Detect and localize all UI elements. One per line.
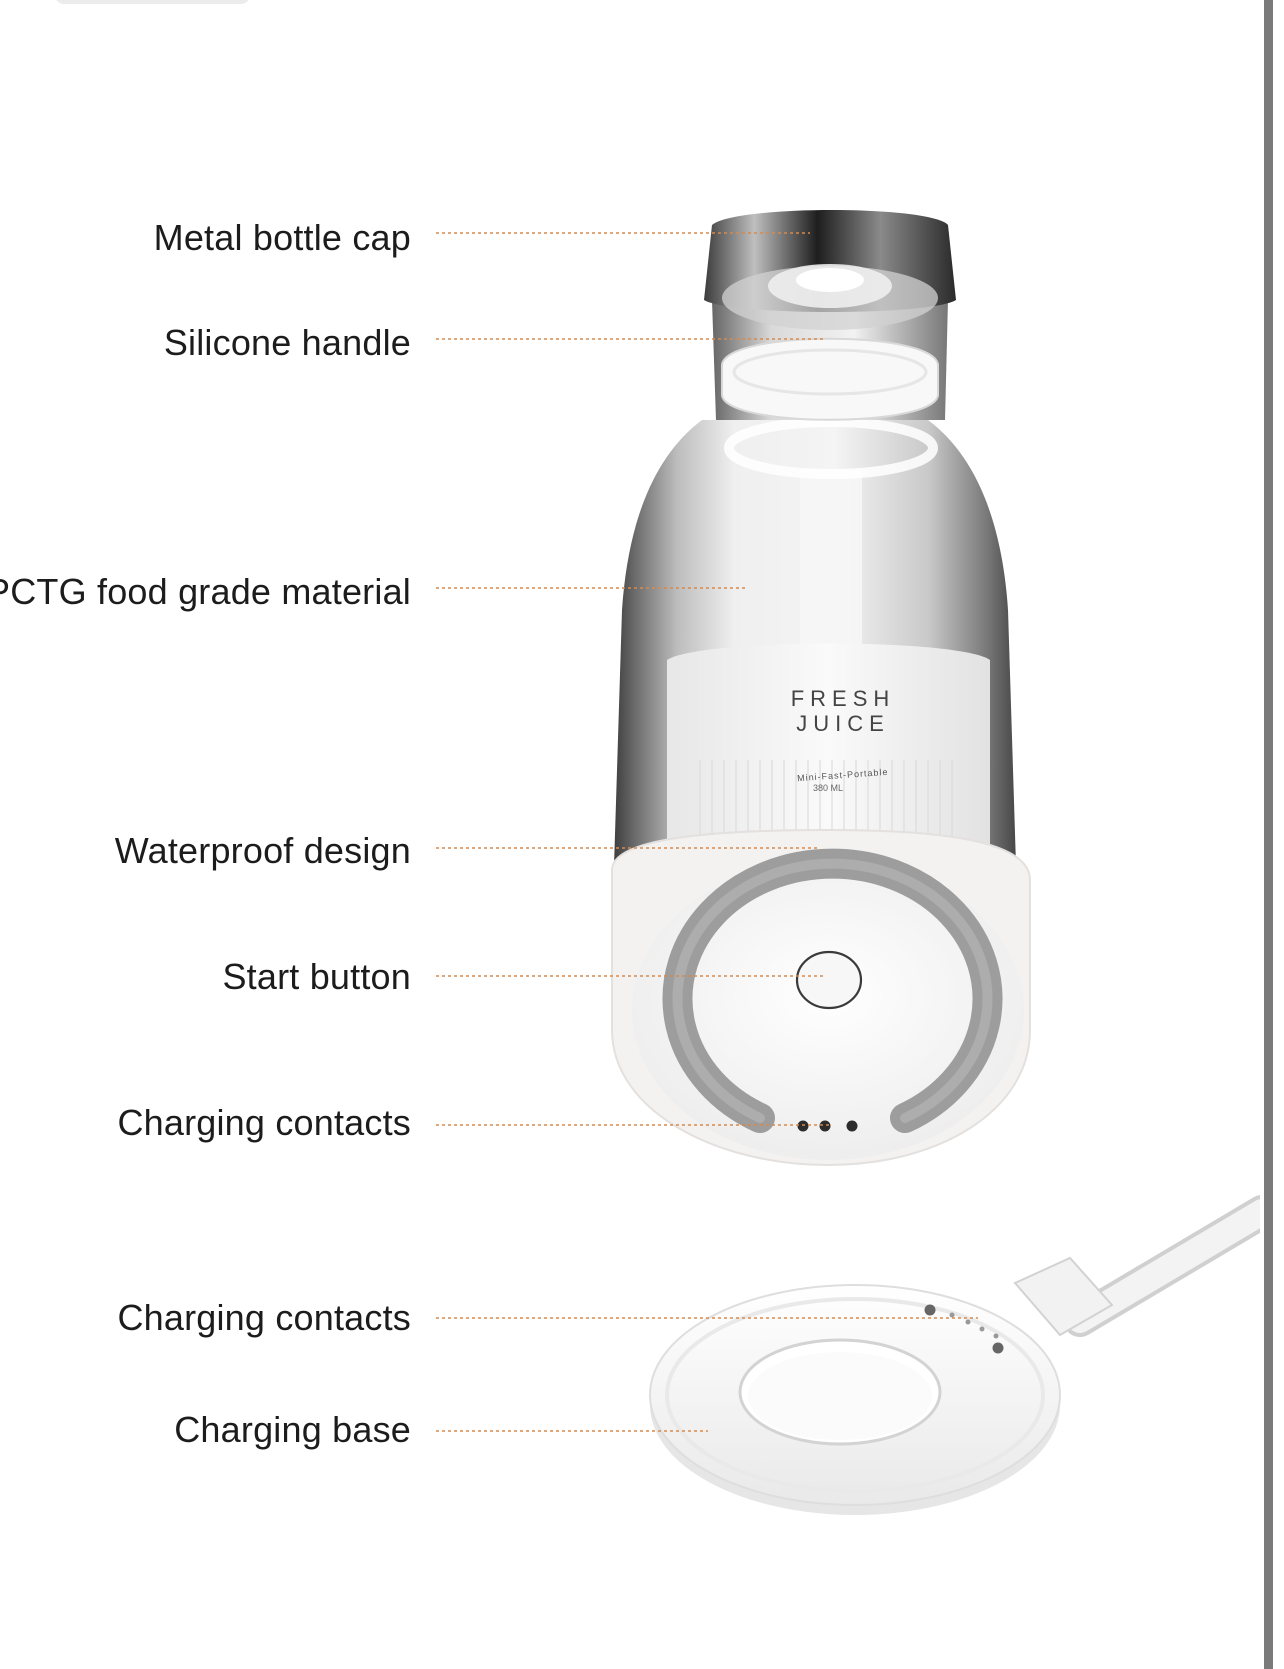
label-waterproof-design: Waterproof design — [114, 830, 411, 871]
base-charging-contacts — [924, 1304, 1004, 1354]
top-edge-tab — [55, 0, 250, 4]
sleeve-brand-line2: JUICE — [796, 711, 890, 736]
charging-base-pad — [649, 1195, 1260, 1515]
label-charging-contacts-bottle: Charging contacts — [117, 1102, 411, 1143]
sleeve-brand-line1: FRESH — [791, 686, 896, 711]
leader-lines — [436, 232, 978, 1432]
motor-base — [611, 828, 1031, 1167]
label-silicone-handle: Silicone handle — [163, 322, 411, 363]
label-pctg-material: PCTG food grade material — [0, 571, 411, 612]
label-charging-base: Charging base — [174, 1409, 411, 1450]
label-sleeve: FRESH JUICE Mini-Fast-Portable 380 ML — [667, 643, 990, 850]
metal-bottle-cap — [704, 210, 956, 330]
scrollbar-thumb[interactable] — [1264, 0, 1273, 1669]
label-start-button: Start button — [222, 956, 411, 997]
label-charging-contacts-base: Charging contacts — [117, 1297, 411, 1338]
sleeve-capacity: 380 ML — [813, 783, 843, 793]
silicone-handle — [721, 337, 939, 421]
label-metal-bottle-cap: Metal bottle cap — [153, 217, 411, 258]
bottle-charging-contacts — [797, 1120, 858, 1132]
start-button — [795, 950, 863, 1010]
